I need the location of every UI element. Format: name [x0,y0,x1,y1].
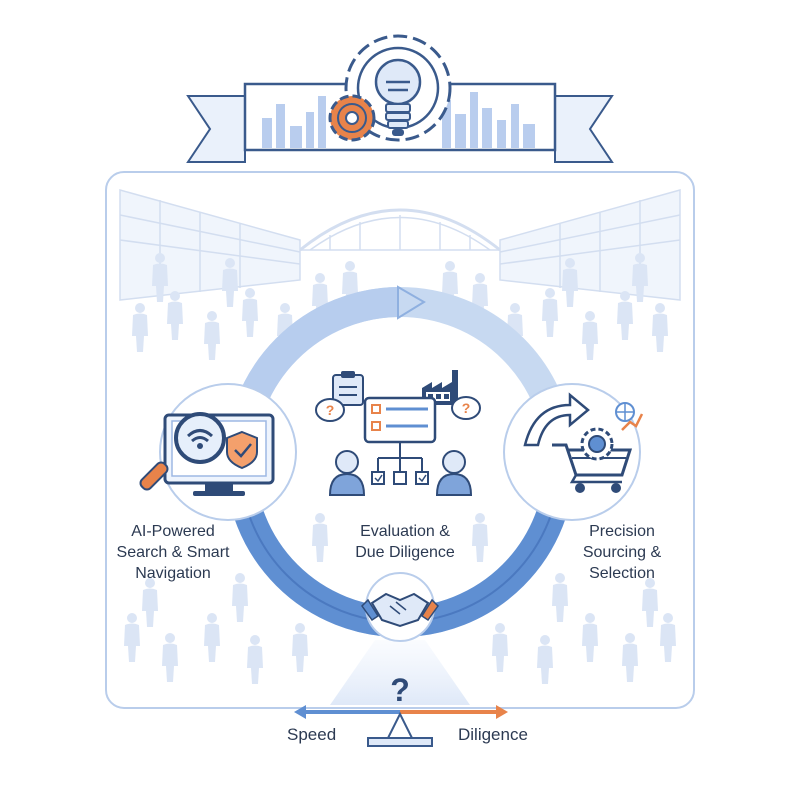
skyline [262,92,535,148]
diligence-arrow-head [496,705,508,719]
stage-circle-search [139,383,297,521]
stage-circle-sourcing [503,383,644,521]
evaluation-checklist-icon: ? ? [315,370,481,496]
balance-scale: ? [294,672,508,747]
speed-label: Speed [287,725,337,744]
balance-question-mark: ? [390,672,410,708]
top-banner [186,34,614,163]
stage-label-search: AI-Powered Search & Smart Navigation [104,521,242,584]
stage-label-line: Search & Smart [116,544,230,561]
exhibition-hall [119,189,681,301]
handshake-circle [361,572,439,642]
stage-label-sourcing: Precision Sourcing & Selection [566,521,678,584]
stage-label-evaluation: Evaluation & Due Diligence [340,521,470,563]
svg-text:?: ? [462,400,471,416]
diligence-label: Diligence [458,725,528,744]
stage-label-line: Navigation [135,565,211,582]
handshake-icon [361,592,439,628]
speed-arrow-head [294,705,306,719]
stage-label-line: Precision [589,523,655,540]
stage-label-line: Evaluation & [360,523,450,540]
svg-text:?: ? [326,402,335,418]
gear-lightbulb-icon [328,34,452,142]
stage-label-line: Due Diligence [355,544,455,561]
search-monitor-icon [139,412,275,496]
shopping-cart-gear-icon [523,392,644,493]
stage-label-line: Selection [589,565,655,582]
light-beam [330,640,470,705]
stage-label-line: AI-Powered [131,523,215,540]
stage-label-line: Sourcing & [582,544,662,561]
